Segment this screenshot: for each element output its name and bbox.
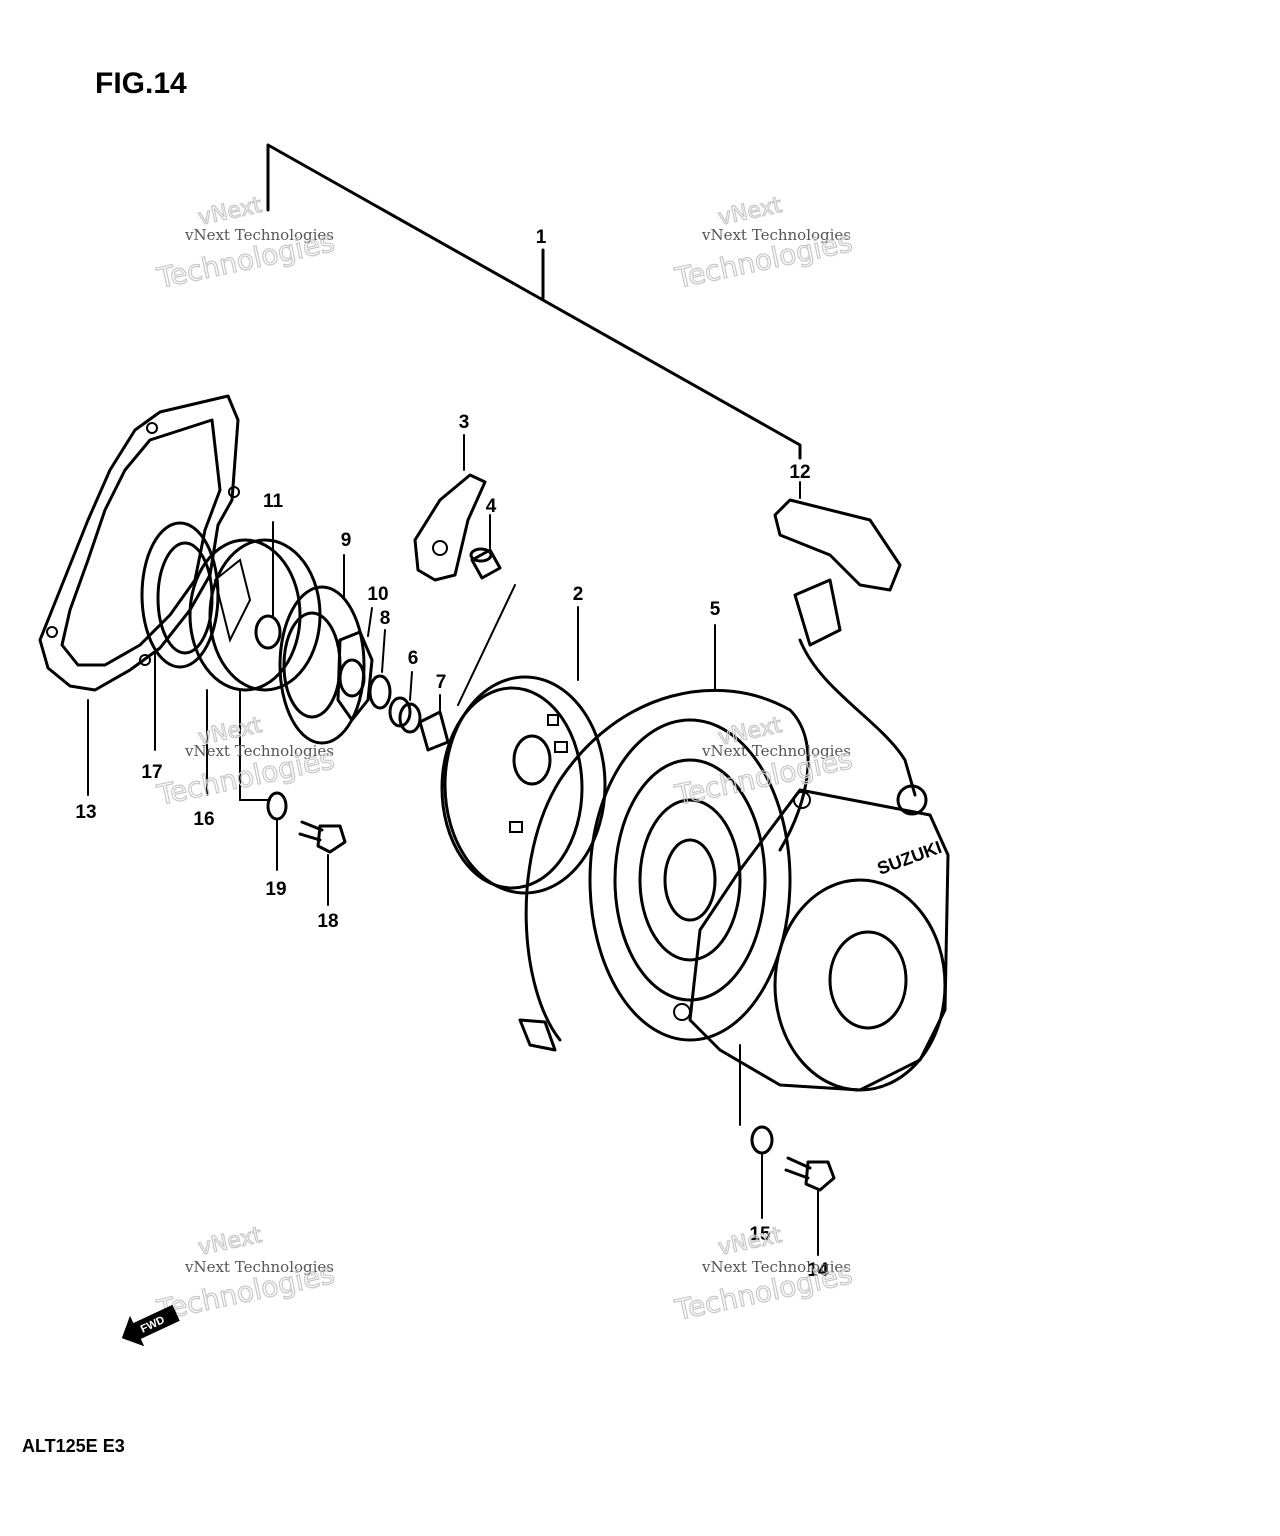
callout-6: 6 [408,648,419,669]
pawl-part-3 [413,473,487,582]
callout-3: 3 [459,412,470,433]
callout-4: 4 [486,496,497,517]
callout-7: 7 [436,672,447,693]
svg-text:vNext Technologies: vNext Technologies [184,1258,334,1276]
pin-part-11 [254,521,282,650]
callout-13: 13 [75,802,96,823]
assembly-bracket [266,143,802,460]
callout-16: 16 [193,809,214,830]
callout-9: 9 [341,530,352,551]
bolt-part-14 [784,1156,836,1192]
fwd-arrow-icon: FWD [121,1304,180,1347]
callout-17: 17 [141,762,162,783]
svg-text:vNext Technologies: vNext Technologies [184,742,334,760]
washer-part-15 [750,1125,774,1155]
ring-part-17 [140,521,220,669]
watermark-top-right: vNext vNext Technologies Technologies [671,192,856,295]
case-part-16 [188,538,322,692]
reel-part-2 [440,675,607,895]
watermark-bottom-left: vNext vNext Technologies Technologies [153,1222,338,1327]
callout-15: 15 [749,1224,771,1245]
callout-2: 2 [573,584,584,605]
watermark-top-left: vNext vNext Technologies Technologies [153,192,338,295]
watermark-mid-left: vNext vNext Technologies Technologies [153,712,338,812]
callout-1: 1 [536,227,547,248]
watermark-mid-right: vNext vNext Technologies Technologies [671,712,856,812]
bolt-part-18 [298,820,347,854]
svg-text:vNext: vNext [196,1223,264,1261]
roller-part-4 [469,547,502,580]
callout-19: 19 [265,879,286,900]
starter-housing: SUZUKI [673,788,950,1092]
recoil-spring-part-5 [518,688,810,1052]
svg-text:vNext Technologies: vNext Technologies [701,226,851,244]
callout-14: 14 [807,1260,829,1281]
callout-18: 18 [317,911,338,932]
handle-part-12 [773,498,928,816]
housing-brand-text: SUZUKI [875,837,945,879]
svg-text:vNext: vNext [716,1223,784,1261]
gasket-part [38,394,240,692]
model-code: ALT125E E3 [22,1436,125,1456]
svg-text:vNext Technologies: vNext Technologies [701,1258,851,1276]
callout-12: 12 [789,462,810,483]
washer-part-19 [266,791,288,821]
figure-title: FIG.14 [95,67,187,100]
ratchet-part-10 [336,630,374,722]
spring-part-6 [388,696,422,734]
shaft-part-7 [418,710,450,752]
leader-lines [87,434,819,1256]
svg-text:vNext Technologies: vNext Technologies [184,226,334,244]
spring-part-8 [368,674,392,710]
watermark-bottom-right: vNext vNext Technologies Technologies [671,1222,856,1327]
callout-10: 10 [367,584,388,605]
callout-5: 5 [710,599,721,620]
callout-11: 11 [263,491,284,512]
callout-labels: 1 2 3 4 5 6 7 8 9 10 11 12 13 14 15 16 1… [75,227,829,1281]
callout-8: 8 [380,608,391,629]
svg-text:vNext Technologies: vNext Technologies [701,742,851,760]
